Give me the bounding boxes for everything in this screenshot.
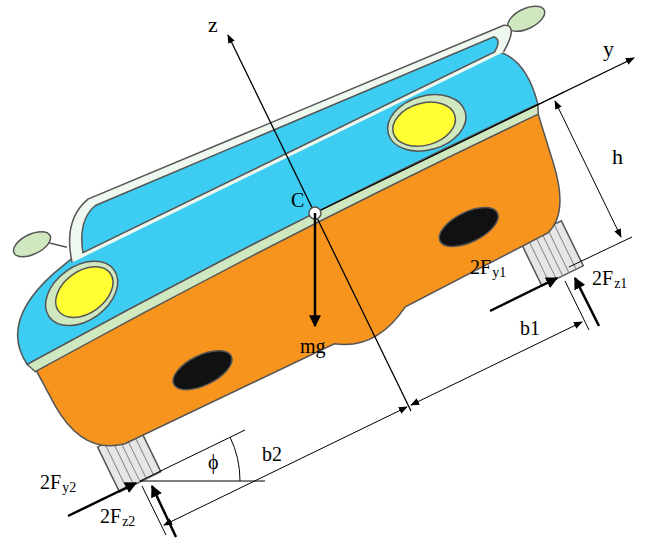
y-axis xyxy=(315,58,634,213)
subscript: y2 xyxy=(62,481,76,495)
h-dimension xyxy=(531,92,632,267)
force-arrow xyxy=(68,278,599,537)
force-label: 2F xyxy=(100,506,121,526)
angle-mark xyxy=(140,430,265,481)
force-label: mg xyxy=(300,336,326,356)
point-label: C xyxy=(291,190,304,210)
axis-label: y xyxy=(603,38,614,60)
angle-label: ϕ xyxy=(208,452,219,472)
subscript: z2 xyxy=(122,515,135,529)
subscript: y1 xyxy=(492,266,506,280)
subscript: z1 xyxy=(614,277,627,291)
force-label: 2F xyxy=(470,257,491,277)
dimension-label: h xyxy=(612,146,623,168)
b-dimension xyxy=(142,281,589,535)
dimension-label: b1 xyxy=(520,318,540,338)
dimension-label: b2 xyxy=(262,444,282,464)
z-axis xyxy=(228,35,411,411)
axis-label: z xyxy=(208,14,218,36)
force-label: 2F xyxy=(592,268,613,288)
force-label: 2F xyxy=(40,472,61,492)
weight-arrow xyxy=(314,213,317,326)
